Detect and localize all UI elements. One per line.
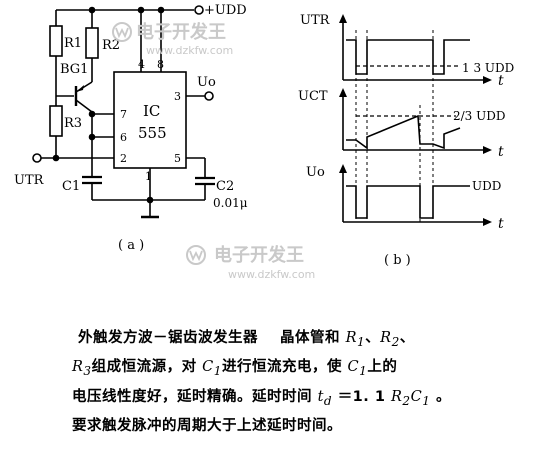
- w3-t-label: t: [498, 216, 504, 232]
- description-period: 。: [435, 388, 451, 405]
- symbol-c1: C1: [410, 388, 431, 408]
- w1-level-label: 1 3 UDD: [462, 61, 514, 75]
- w2-x-arrow: [483, 146, 492, 154]
- separator: 、: [399, 330, 415, 346]
- watermark-url: www.dzkfw.com: [146, 44, 233, 57]
- watermark-url: www.dzkfw.com: [228, 268, 315, 281]
- circuit-labels: +UDD R1 R2 BG1 R3 4 8 7 6 2 3 5 1 IC 555…: [14, 3, 248, 253]
- description-equation: ＝1. 1: [337, 388, 386, 405]
- w2-t-label: t: [498, 144, 504, 160]
- supply-label: +UDD: [204, 3, 247, 18]
- transistor-arrow: [76, 85, 84, 92]
- w2-label: UCT: [298, 89, 328, 104]
- junction-dot: [88, 6, 96, 14]
- supply-terminal: [194, 5, 204, 15]
- description-line-2: R3组成恒流源，对 C1进行恒流充电，使 C1上的: [72, 355, 548, 384]
- ic-name-label: IC: [143, 102, 160, 120]
- r3-resistor: [49, 105, 63, 137]
- symbol-c1: C1: [347, 359, 368, 379]
- pin6-label: 6: [120, 131, 127, 144]
- watermark-logo-mark: [115, 27, 129, 39]
- description-text-2b: 进行恒流充电，使: [221, 359, 342, 376]
- watermark-brand: 电子开发王: [214, 244, 304, 266]
- waveforms: [339, 14, 492, 226]
- description-text: 外触发方波－锯齿波发生器晶体管和 R1、R2、 R3组成恒流源，对 C1进行恒流…: [72, 326, 548, 440]
- pin2-label: 2: [120, 152, 127, 165]
- w1-x-arrow: [483, 76, 492, 84]
- description-text-2c: 上的: [367, 359, 398, 376]
- w3-label: Uo: [306, 165, 325, 180]
- separator: 、: [365, 330, 381, 346]
- r1-label: R1: [64, 36, 82, 51]
- description-line-1: 外触发方波－锯齿波发生器晶体管和 R1、R2、: [78, 326, 548, 355]
- transistor-collector: [75, 99, 93, 113]
- watermark-bottom: 电子开发王 www.dzkfw.com: [186, 244, 315, 281]
- r3-label: R3: [64, 116, 82, 131]
- description-text-3a: 电压线性度好，延时精确。延时时间: [72, 388, 312, 405]
- symbol-r1: R1: [345, 330, 366, 349]
- w2-level-label: 2/3 UDD: [453, 109, 505, 123]
- w3-x-arrow: [483, 218, 492, 226]
- watermark-logo-icon: [112, 22, 132, 42]
- r2-resistor: [85, 27, 99, 59]
- w3-y-arrow: [339, 164, 347, 173]
- symbol-c1: C1: [202, 359, 222, 379]
- watermark-brand: 电子开发王: [136, 21, 226, 43]
- description-line-3: 电压线性度好，延时精确。延时时间 td ＝1. 1 R2C1 。: [72, 385, 548, 414]
- pin7-label: 7: [120, 108, 127, 121]
- r1-resistor: [49, 25, 63, 57]
- symbol-td: td: [317, 388, 333, 408]
- junction-dot: [88, 110, 96, 118]
- pin1-label: 1: [145, 170, 152, 183]
- c1-label: C1: [62, 179, 80, 194]
- description-title: 外触发方波－锯齿波发生器: [78, 330, 258, 346]
- w1-y-arrow: [339, 14, 347, 23]
- waveform-labels: UTR 1 3 UDD t UCT 2/3 UDD t Uo UDD t ( b…: [298, 13, 514, 268]
- junction-dot: [88, 133, 96, 141]
- symbol-r2: R2: [380, 330, 400, 349]
- pin3-label: 3: [174, 90, 181, 103]
- w3-level-label: UDD: [472, 179, 501, 193]
- junction-dot: [137, 6, 145, 14]
- r2-label: R2: [102, 38, 120, 53]
- w3-output-wave: [346, 185, 470, 219]
- w1-t-label: t: [498, 73, 504, 89]
- w1-trigger-wave: [346, 39, 470, 75]
- input-label: UTR: [14, 173, 45, 188]
- ic-555-box: [113, 71, 187, 169]
- description-text-1a: 晶体管和: [280, 330, 340, 346]
- caption-a: ( a ): [118, 238, 144, 253]
- watermark-logo-mark: [189, 250, 203, 262]
- description-text-4: 要求触发脉冲的周期大于上述延时时间。: [72, 418, 342, 435]
- watermark-logo-icon: [186, 245, 206, 265]
- caption-b: ( b ): [384, 253, 411, 268]
- ic-number-label: 555: [138, 124, 167, 142]
- junction-dot: [146, 196, 154, 204]
- c2-label: C2: [216, 179, 234, 194]
- pin5-label: 5: [174, 152, 181, 165]
- input-terminal: [32, 153, 42, 163]
- pin8-label: 8: [157, 58, 164, 71]
- w2-y-arrow: [339, 88, 347, 97]
- symbol-r2: R2: [391, 388, 411, 408]
- description-text-2a: 组成恒流源，对: [91, 359, 197, 376]
- c2-value-label: 0.01μ: [213, 196, 248, 210]
- junction-dot: [52, 154, 60, 162]
- output-label: Uo: [197, 75, 216, 90]
- description-line-4: 要求触发脉冲的周期大于上述延时时间。: [72, 414, 548, 440]
- junction-dot: [157, 6, 165, 14]
- w2-sawtooth-wave: [346, 114, 461, 150]
- symbol-r3: R3: [72, 359, 92, 379]
- pin4-label: 4: [138, 58, 145, 71]
- w1-label: UTR: [300, 13, 331, 28]
- transistor-label: BG1: [60, 62, 88, 77]
- watermark-top: 电子开发王 www.dzkfw.com: [112, 21, 233, 57]
- output-terminal: [204, 91, 214, 101]
- circuit-diagram: [32, 5, 215, 219]
